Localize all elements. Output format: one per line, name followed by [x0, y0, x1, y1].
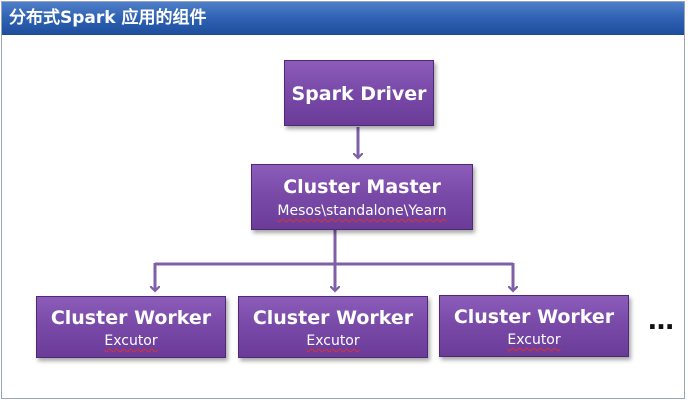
diagram-title: 分布式Spark 应用的组件: [9, 8, 207, 28]
title-bar: 分布式Spark 应用的组件: [2, 2, 684, 35]
cluster-master-sublabel: Mesos\standalone\Yearn: [252, 200, 472, 222]
cluster-worker-3-sublabel: Excutor: [440, 330, 628, 350]
cluster-worker-1-sublabel: Excutor: [37, 331, 225, 351]
cluster-worker-1-label: Cluster Worker: [50, 307, 212, 329]
cluster-worker-3-sublabel-text: Excutor: [507, 332, 561, 348]
cluster-master-sublabel-text: Mesos\standalone\Yearn: [277, 203, 447, 219]
more-workers-ellipsis: …: [648, 306, 675, 336]
cluster-worker-2-sublabel-text: Excutor: [306, 333, 360, 349]
cluster-worker-node-3: Cluster Worker Excutor: [439, 295, 629, 357]
cluster-worker-2-label: Cluster Worker: [252, 307, 414, 329]
cluster-worker-1-sublabel-text: Excutor: [104, 333, 158, 349]
cluster-master-node: Cluster Master Mesos\standalone\Yearn: [251, 164, 473, 230]
cluster-worker-node-2: Cluster Worker Excutor: [238, 296, 428, 358]
spark-driver-label: Spark Driver: [291, 83, 427, 105]
spark-driver-node: Spark Driver: [284, 60, 434, 126]
cluster-worker-2-sublabel: Excutor: [239, 331, 427, 351]
cluster-worker-3-label: Cluster Worker: [453, 306, 615, 328]
cluster-worker-node-1: Cluster Worker Excutor: [36, 296, 226, 358]
cluster-master-label: Cluster Master: [283, 176, 441, 198]
